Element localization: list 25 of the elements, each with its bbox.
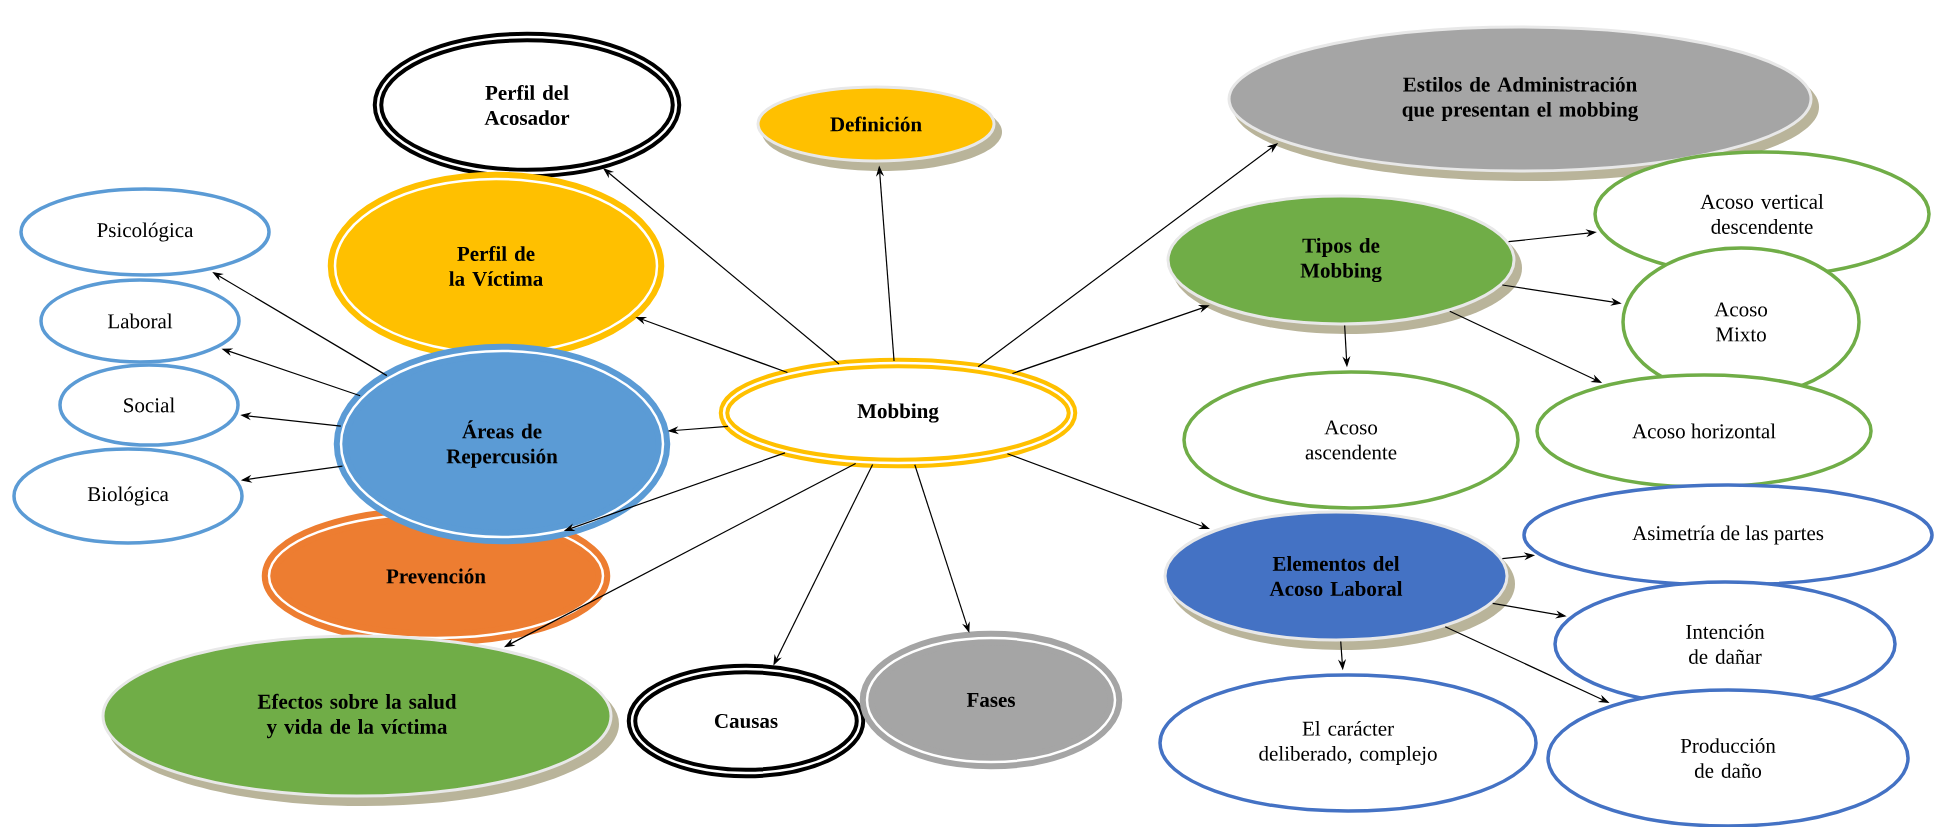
oval-node: Definición bbox=[756, 85, 1002, 171]
node-label: Acoso vertical descendente bbox=[1700, 194, 1824, 234]
node-label: Asimetría de las partes bbox=[1632, 525, 1824, 545]
oval-node: Efectos sobre la salud y vida de la víctima bbox=[101, 634, 619, 806]
oval-node: Asimetría de las partes bbox=[1522, 483, 1934, 587]
oval-node: Fases bbox=[859, 630, 1123, 770]
node-label: Intención de dañar bbox=[1686, 624, 1765, 664]
oval-node: Mobbing bbox=[718, 357, 1078, 469]
oval-node: Elementos del Acoso Laboral bbox=[1163, 510, 1515, 650]
oval-node: Acoso ascendente bbox=[1182, 370, 1520, 510]
oval-node: Acoso Mixto bbox=[1621, 246, 1861, 398]
oval-node: Áreas de Repercusión bbox=[333, 343, 671, 545]
oval-node: El carácter deliberado, complejo bbox=[1158, 673, 1538, 813]
oval-node: Estilos de Administración que presentan el mobbing bbox=[1227, 25, 1819, 181]
oval-node: Psicológica bbox=[19, 187, 271, 277]
node-label: Producción de daño bbox=[1680, 738, 1776, 778]
oval-node: Laboral bbox=[39, 278, 241, 364]
oval-node: Causas bbox=[626, 663, 866, 779]
oval-node: Acoso horizontal bbox=[1535, 373, 1873, 489]
oval-node: Perfil del Acosador bbox=[372, 31, 682, 179]
oval-node: Social bbox=[58, 363, 240, 447]
oval-node: Tipos de Mobbing bbox=[1166, 194, 1522, 334]
oval-node: Biológica bbox=[12, 447, 244, 545]
oval-node: Intención de dañar bbox=[1553, 580, 1897, 708]
oval-node: Producción de daño bbox=[1546, 688, 1910, 827]
